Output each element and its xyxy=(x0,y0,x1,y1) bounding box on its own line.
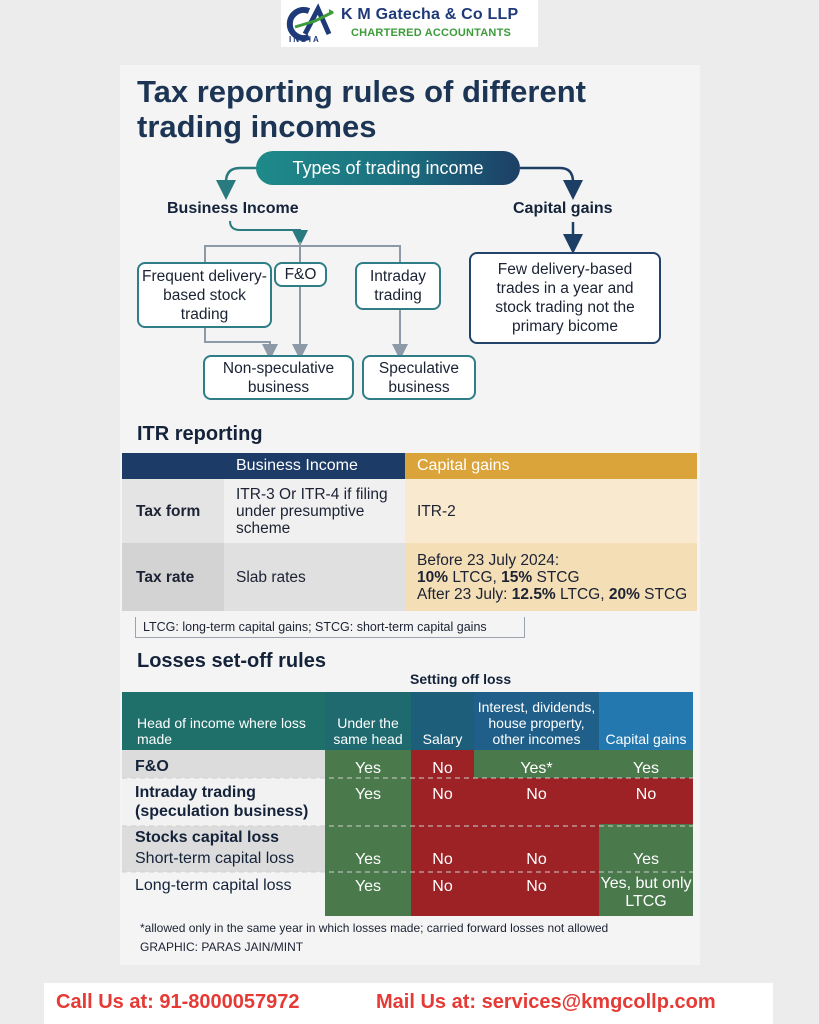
logo-sub-text: INDIA xyxy=(289,35,321,44)
few-delivery-trades-box: Few delivery-based trades in a year and … xyxy=(469,252,661,344)
same-head-header: Under the same head xyxy=(325,692,411,750)
head-of-income-header: Head of income where loss made xyxy=(122,692,325,750)
itr-header-blank xyxy=(122,453,224,479)
frequent-trading-box: Frequent delivery-based stock trading xyxy=(137,262,272,328)
setting-off-label: Setting off loss xyxy=(410,671,512,687)
cell-intraday-capital: No xyxy=(635,786,657,803)
itr-col-capital: Capital gains xyxy=(405,453,697,479)
losses-heading: Losses set-off rules xyxy=(137,650,326,672)
row-bg-fo xyxy=(122,750,325,778)
cell-intraday-interest: No xyxy=(526,786,547,803)
cell-long-interest: No xyxy=(526,878,547,895)
row-label-intraday: Intraday trading (speculation business) xyxy=(135,784,309,820)
speculative-box: Speculative business xyxy=(362,355,476,400)
capital-gains-label: Capital gains xyxy=(513,200,613,217)
cell-long-same: Yes xyxy=(354,878,382,895)
rate-before-values: 10% LTCG, 15% STCG xyxy=(417,568,580,586)
cell-interest-fo-bg xyxy=(474,750,599,778)
row-bg-intraday xyxy=(122,778,325,826)
tax-rate-business: Slab rates xyxy=(224,543,405,611)
tax-form-capital: ITR-2 xyxy=(405,479,697,543)
cell-intraday-same: Yes xyxy=(354,786,382,803)
row-bg-short-term xyxy=(122,826,325,872)
cell-fo-salary: No xyxy=(432,760,453,777)
cell-fo-capital: Yes xyxy=(632,760,660,777)
col-interest-bg xyxy=(474,778,599,916)
cell-long-salary: No xyxy=(432,878,453,895)
business-income-label: Business Income xyxy=(167,200,299,217)
losses-footnote: *allowed only in the same year in which … xyxy=(140,921,609,935)
cell-intraday-salary: No xyxy=(432,786,453,803)
cell-fo-same: Yes xyxy=(354,760,382,777)
tax-rate-capital: Before 23 July 2024: 10% LTCG, 15% STCG … xyxy=(405,543,697,611)
non-speculative-box: Non-speculative business xyxy=(203,355,354,400)
row-label-fo: F&O xyxy=(135,758,169,775)
mail-us-text[interactable]: Mail Us at: services@kmgcollp.com xyxy=(376,991,716,1013)
row-label-short-term: Short-term capital loss xyxy=(135,850,295,867)
cell-capital-fo-bg xyxy=(599,750,693,778)
rate-after-values: After 23 July: 12.5% LTCG, 20% STCG xyxy=(417,585,688,603)
interest-header: Interest, dividends, house property, oth… xyxy=(474,692,599,750)
salary-header: Salary xyxy=(411,692,474,750)
page-title: Tax reporting rules of different trading… xyxy=(137,74,586,144)
call-us-text[interactable]: Call Us at: 91-8000057972 xyxy=(56,991,300,1013)
tax-form-business: ITR-3 Or ITR-4 if filing under presumpti… xyxy=(224,479,405,543)
contact-bar: Call Us at: 91-8000057972 Mail Us at: se… xyxy=(44,983,773,1024)
cell-capital-intraday-bg xyxy=(599,778,693,824)
intraday-box: Intraday trading xyxy=(355,262,441,310)
col-capital-stocks-bg xyxy=(599,824,693,916)
cell-short-salary: No xyxy=(432,851,453,868)
brand-header: INDIA K M Gatecha & Co LLP CHARTERED ACC… xyxy=(281,0,538,47)
cell-fo-interest: Yes* xyxy=(520,760,553,777)
row-label-long-term: Long-term capital loss xyxy=(135,877,292,894)
itr-reporting-heading: ITR reporting xyxy=(137,423,263,445)
row-bg-long-term xyxy=(122,872,325,916)
firm-name: K M Gatecha & Co LLP xyxy=(341,6,519,23)
tax-rate-label: Tax rate xyxy=(122,543,224,611)
trading-income-types-pill: Types of trading income xyxy=(256,151,520,185)
row-label-stocks-capital: Stocks capital loss xyxy=(135,829,280,846)
itr-col-business: Business Income xyxy=(224,453,405,479)
cell-short-interest: No xyxy=(526,851,547,868)
fo-box: F&O xyxy=(274,262,327,287)
graphic-credit: GRAPHIC: PARAS JAIN/MINT xyxy=(140,940,304,954)
cell-short-capital: Yes xyxy=(632,851,660,868)
capital-gains-header: Capital gains xyxy=(599,692,693,750)
cell-long-capital: Yes, but only LTCG xyxy=(600,875,692,910)
firm-tagline: CHARTERED ACCOUNTANTS xyxy=(351,27,512,39)
rate-before-line: Before 23 July 2024: xyxy=(417,551,560,569)
ca-logo-icon xyxy=(286,3,334,41)
ltcg-stcg-legend: LTCG: long-term capital gains; STCG: sho… xyxy=(135,617,525,638)
cell-short-same: Yes xyxy=(354,851,382,868)
tax-form-label: Tax form xyxy=(122,479,224,543)
